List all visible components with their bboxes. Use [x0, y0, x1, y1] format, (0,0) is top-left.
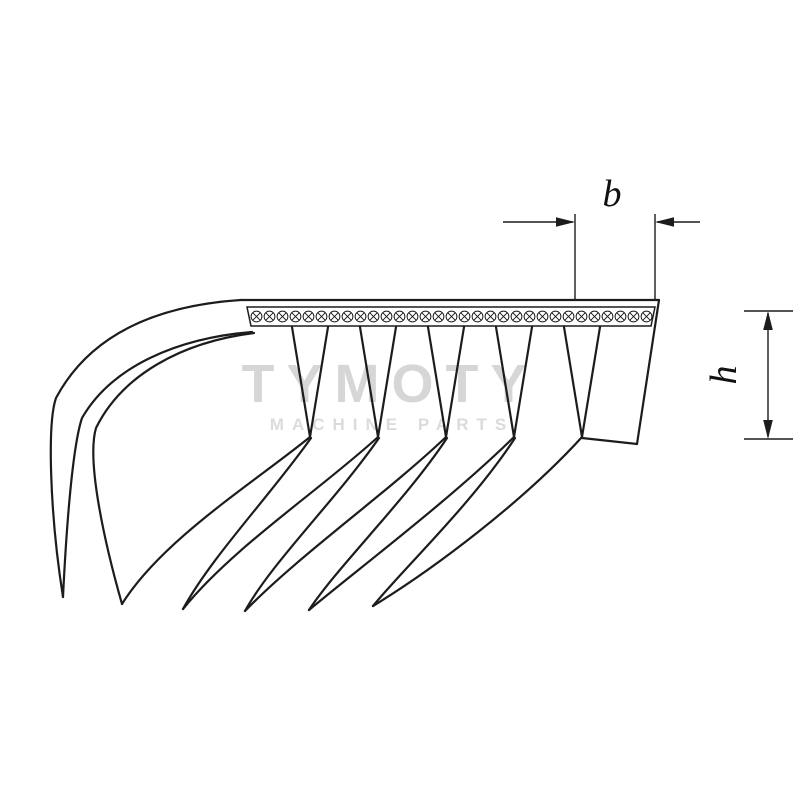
rib-curve-2-right: [120, 435, 312, 606]
rib-curve-2-left: [92, 331, 256, 606]
rib-curve-6-left: [371, 436, 517, 608]
belt-right-edge: [635, 298, 661, 446]
belt-outer-back-curve: [49, 298, 243, 599]
dim-b-arrowhead-left: [556, 217, 575, 227]
dim-b-label: b: [603, 173, 622, 215]
cord-band: [246, 306, 656, 327]
dimension-h: h: [703, 310, 793, 440]
dimension-b: b: [503, 173, 700, 300]
rib-curve-1-left: [61, 330, 254, 599]
belt-bottom-right-edge: [580, 436, 639, 446]
rib-curve-5-left: [307, 436, 449, 612]
belt-curved-section: [49, 298, 584, 613]
dim-h-label: h: [703, 366, 745, 385]
dim-b-arrowhead-right: [655, 217, 674, 227]
rib-curve-4-left: [243, 436, 381, 613]
rib-curve-3-right: [181, 435, 380, 611]
rib-curve-4-right: [243, 435, 448, 613]
dim-h-arrowhead-bottom: [763, 420, 773, 439]
rib-curve-5-right: [307, 435, 516, 612]
dim-h-arrowhead-top: [763, 311, 773, 330]
groove-v-5: [562, 325, 602, 438]
rib-curve-3-left: [181, 436, 313, 611]
rib-curve-6-right: [371, 435, 584, 608]
